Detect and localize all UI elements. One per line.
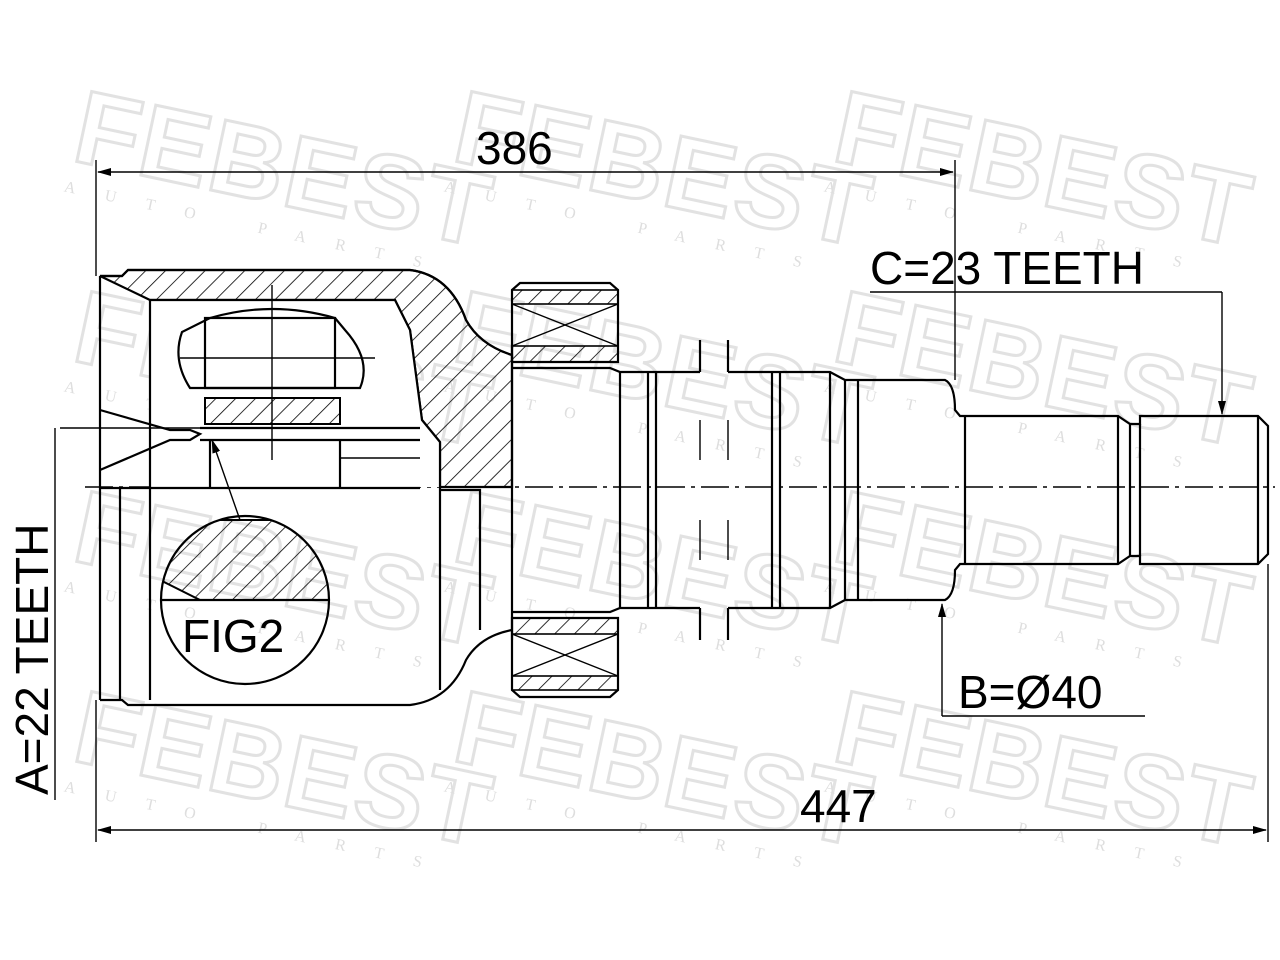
fig2-detail: FIG2	[159, 439, 331, 686]
dimension-447-label: 447	[800, 780, 877, 832]
dimension-447: 447	[95, 564, 1269, 842]
fig2-label: FIG2	[182, 610, 284, 662]
shaft-body	[510, 340, 1270, 640]
bearing-upper	[510, 281, 620, 364]
spline-c-callout: C=23 TEETH	[870, 242, 1226, 415]
tripod-roller	[60, 285, 420, 488]
dimension-386-label: 386	[476, 122, 553, 174]
bearing-lower	[510, 616, 620, 699]
spline-c-label: C=23 TEETH	[870, 242, 1144, 294]
dimension-386: 386	[95, 122, 956, 380]
spline-a-callout: A=22 TEETH	[6, 428, 58, 800]
spline-a-label: A=22 TEETH	[6, 524, 58, 795]
diameter-b-label: B=Ø40	[958, 666, 1103, 718]
diameter-b-callout: B=Ø40	[938, 603, 1145, 718]
